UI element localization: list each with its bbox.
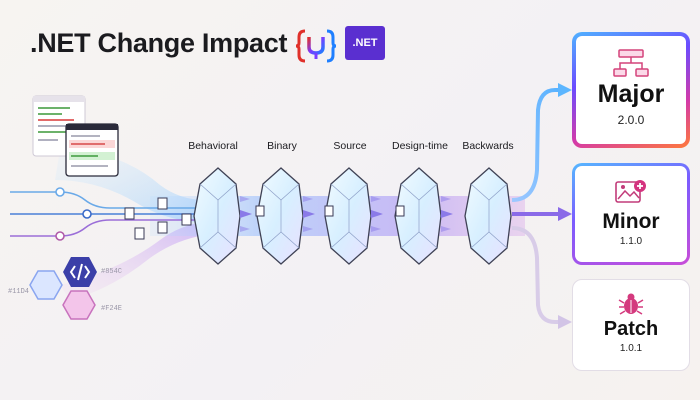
stage-label-design-time: Design-time [391,140,449,152]
stage-label-binary: Binary [267,140,297,152]
outcome-card-major: Major 2.0.0 [572,32,690,148]
outcome-version-minor: 1.1.0 [619,236,643,247]
inflow-bottom [60,222,205,300]
document-icon [124,197,192,240]
stage-label-backwards: Backwards [462,140,514,152]
input-node-3 [55,231,65,241]
outcome-card-minor: Minor 1.1.0 [572,163,690,265]
document-icon [255,205,405,217]
hex-label-a: #11D4 [8,288,30,296]
page-title: .NET Change Impact [30,28,288,58]
prism-group [193,167,512,265]
outcome-name-major: Major [597,80,665,108]
hex-shape-pink [62,290,96,320]
dotnet-badge: .NET [345,26,385,60]
stage-label-behavioral: Behavioral [188,140,238,152]
outcome-name-patch: Patch [603,318,659,340]
image-add-icon [615,180,646,203]
input-node-2 [82,209,92,219]
bug-icon [618,293,644,315]
outcome-card-patch: Patch 1.0.1 [572,279,690,371]
flow-arrows [240,196,453,232]
code-window-icon [32,95,119,177]
outcome-name-minor: Minor [602,210,660,233]
input-node-1 [55,187,65,197]
sitemap-icon [613,49,649,77]
braces-logo-icon [295,29,337,63]
prism-backwards [464,167,512,265]
hex-shape-blue [29,270,63,300]
prism-behavioral [193,167,241,265]
output-arrow-major [511,88,560,202]
output-arrow-patch [511,226,560,324]
stage-label-source: Source [333,140,367,152]
outcome-version-patch: 1.0.1 [619,343,643,354]
hex-label-b: #854C [101,268,123,276]
hex-label-c: #F24E [101,305,123,313]
outcome-version-major: 2.0.0 [617,113,645,127]
